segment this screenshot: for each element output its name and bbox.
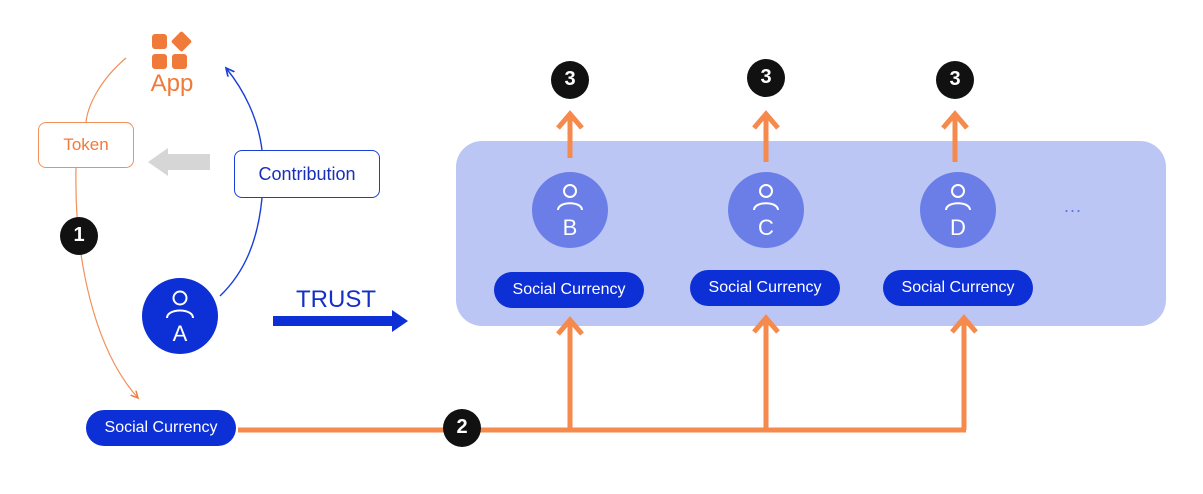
distribution-lines xyxy=(238,314,978,433)
member-d-currency-label: Social Currency xyxy=(901,279,1015,296)
contribution-label: Contribution xyxy=(258,163,356,184)
contribution-to-app-arrow xyxy=(226,68,263,151)
app-label: App xyxy=(150,70,194,97)
social-currency-source: Social Currency xyxy=(86,410,236,446)
member-d-letter: D xyxy=(950,215,966,240)
upward-arrows xyxy=(556,110,969,162)
social-currency-source-label: Social Currency xyxy=(104,419,218,436)
trust-arrow xyxy=(273,310,408,332)
member-c-currency: Social Currency xyxy=(690,270,840,306)
member-b-letter: B xyxy=(562,215,578,240)
contribution-box: Contribution xyxy=(234,150,380,198)
step-3b-circle xyxy=(551,61,589,99)
more-members-ellipsis: ... xyxy=(1064,196,1083,216)
member-d-currency: Social Currency xyxy=(883,270,1033,306)
step-2-number: 2 xyxy=(456,416,468,438)
user-a-avatar xyxy=(142,278,218,354)
app-icon xyxy=(152,31,192,69)
member-b-currency: Social Currency xyxy=(494,272,644,308)
step-2-circle xyxy=(443,409,481,447)
member-c-letter: C xyxy=(758,215,774,240)
step-3c-number: 3 xyxy=(760,66,772,88)
step-3d-circle xyxy=(936,61,974,99)
token-to-currency-arrow xyxy=(75,167,138,398)
step-3b-number: 3 xyxy=(564,68,576,90)
member-d-avatar xyxy=(920,172,996,248)
member-c-avatar xyxy=(728,172,804,248)
app-to-token-curve xyxy=(85,57,127,123)
step-3c-circle xyxy=(747,59,785,97)
token-label: Token xyxy=(63,135,109,154)
member-b-currency-label: Social Currency xyxy=(512,281,626,298)
member-b-avatar xyxy=(532,172,608,248)
contribution-to-token-arrow xyxy=(148,148,210,176)
step-1-number: 1 xyxy=(73,224,85,246)
trust-label: TRUST xyxy=(296,286,376,313)
user-a-letter: A xyxy=(172,321,188,346)
step-3d-number: 3 xyxy=(949,68,961,90)
a-to-contribution-curve xyxy=(219,197,263,297)
token-box: Token xyxy=(38,122,134,168)
step-1-circle xyxy=(60,217,98,255)
member-c-currency-label: Social Currency xyxy=(708,279,822,296)
